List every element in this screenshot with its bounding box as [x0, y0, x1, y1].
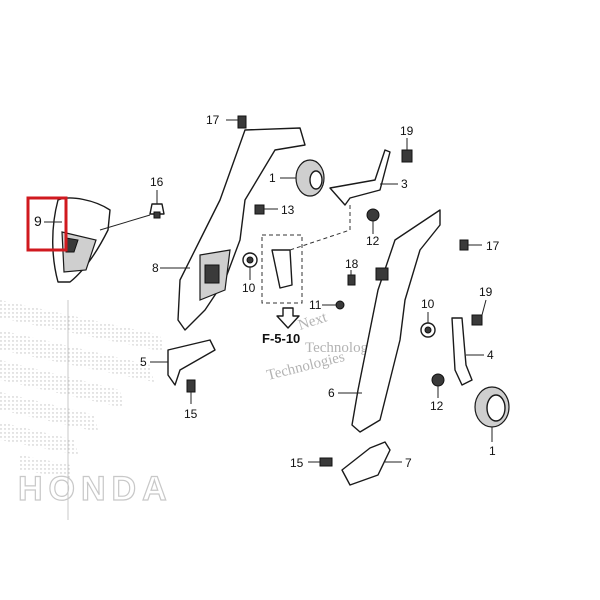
bracket-leader — [289, 205, 351, 251]
part-4-bracket — [451, 317, 484, 386]
callout-7: 7 — [405, 456, 412, 470]
callout-3: 3 — [401, 177, 408, 191]
part-16-clip — [149, 190, 165, 219]
part-8-left-panel — [160, 127, 306, 331]
watermark-line1: Next — [296, 309, 329, 333]
callout-17-top: 17 — [206, 113, 220, 127]
part-12-nut-lower — [431, 373, 445, 398]
part-1-reflector-lower — [474, 386, 510, 442]
callout-1-upper: 1 — [269, 171, 276, 185]
callout-10-upper: 10 — [242, 281, 256, 295]
part-11-clip — [322, 300, 345, 310]
callout-11: 11 — [309, 298, 322, 312]
part-19-bolt-upper — [401, 138, 413, 163]
part-19-bolt-lower — [471, 299, 487, 326]
reference-arrow: F-5-10 — [262, 307, 300, 346]
brand-text: HONDA — [18, 470, 173, 508]
part-6-right-panel — [338, 209, 441, 433]
reference-box — [261, 234, 303, 304]
part-17-screw-right — [459, 239, 482, 251]
callout-10-lower: 10 — [421, 297, 435, 311]
part-10-grommet-upper — [242, 252, 258, 280]
callout-13: 13 — [281, 203, 295, 217]
part-18-clip — [347, 270, 356, 286]
part-7-lower-cover — [341, 441, 402, 486]
callout-4: 4 — [487, 348, 494, 362]
callout-5: 5 — [140, 355, 147, 369]
part-3-bracket — [329, 149, 398, 206]
callout-19-top: 19 — [400, 124, 414, 138]
callout-15-lower: 15 — [290, 456, 304, 470]
callout-12-upper: 12 — [366, 234, 380, 248]
reference-label: F-5-10 — [262, 331, 300, 346]
part-13-clip — [254, 204, 278, 215]
callout-16: 16 — [150, 175, 164, 189]
callout-15-left: 15 — [184, 407, 198, 421]
callout-17-right: 17 — [486, 239, 500, 253]
part-5-inner-cover — [150, 339, 216, 386]
highlight-box — [26, 196, 68, 252]
callout-12-lower: 12 — [430, 399, 444, 413]
callout-1-lower: 1 — [489, 444, 496, 458]
brand-wing-logo: HONDA — [0, 300, 173, 520]
part-12-nut-upper — [366, 208, 380, 234]
part-10-grommet-lower — [420, 312, 436, 338]
callouts: 17 19 1 3 16 13 12 17 8 18 10 19 10 11 4… — [34, 113, 500, 470]
callout-19-lower: 19 — [479, 285, 493, 299]
callout-9: 9 — [34, 213, 42, 229]
callout-8: 8 — [152, 261, 159, 275]
callout-18: 18 — [345, 257, 359, 271]
part-15-screw-lower — [308, 457, 333, 467]
callout-6: 6 — [328, 386, 335, 400]
part-1-reflector-upper — [280, 159, 325, 197]
part-17-screw-top — [226, 115, 247, 129]
part-15-screw-left — [186, 379, 196, 404]
